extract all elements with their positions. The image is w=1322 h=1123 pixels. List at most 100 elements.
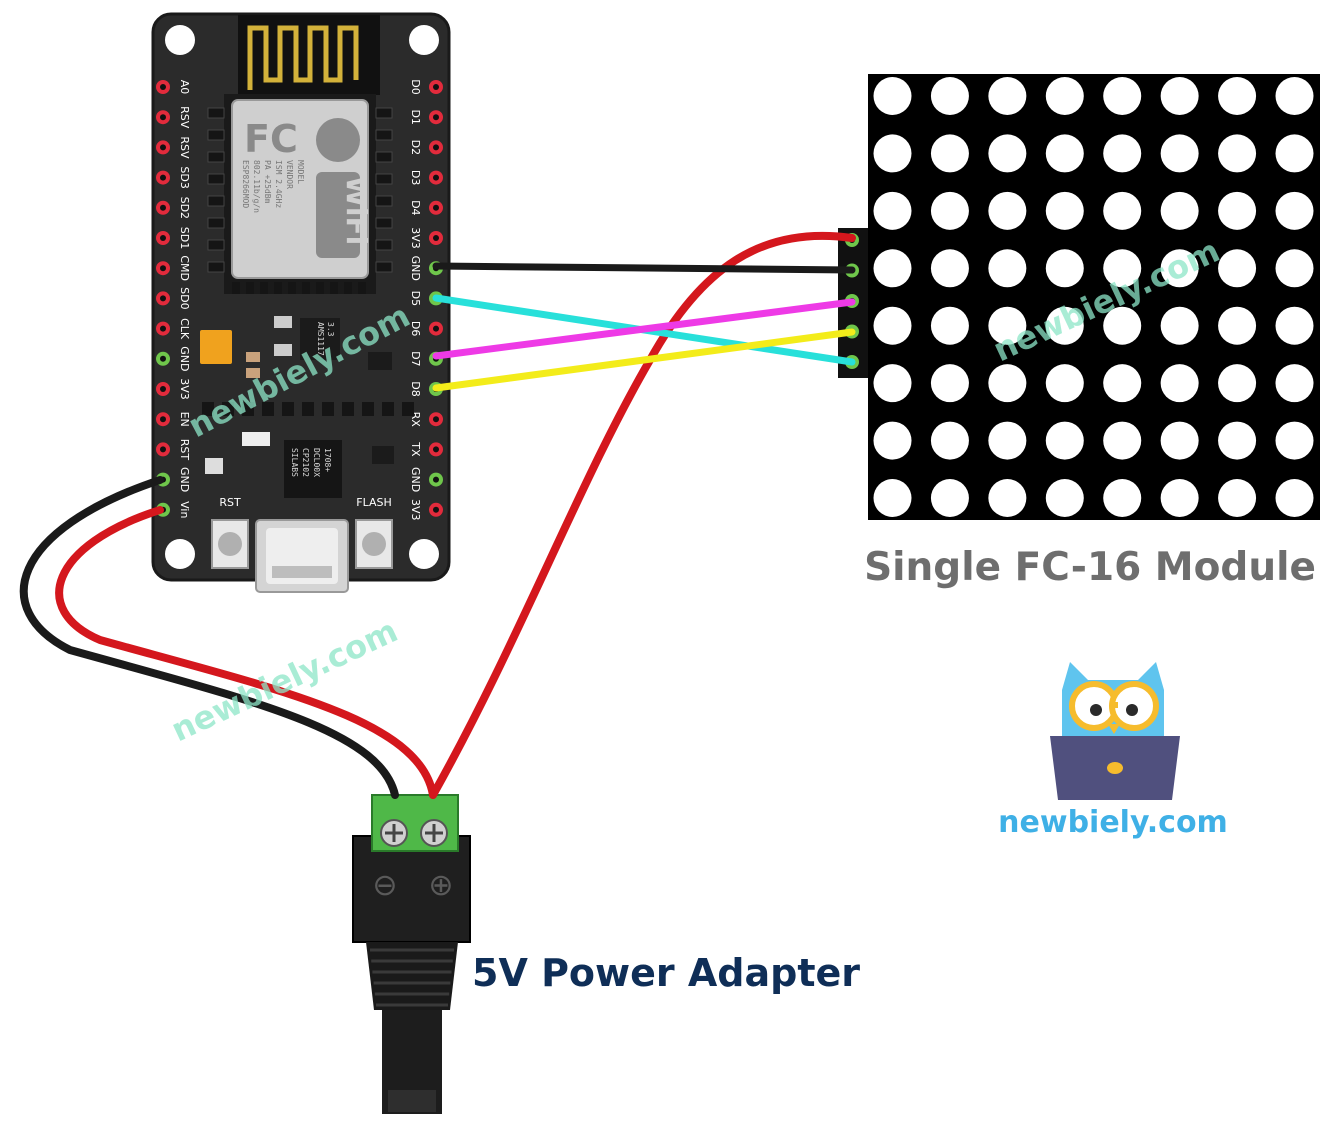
pin-label: D0 [409,79,422,94]
led-dot [1275,134,1314,173]
fc-mark: FC [244,117,298,161]
led-dot [1218,306,1257,345]
pin-label: 3V3 [409,499,422,521]
led-dot [1045,479,1084,517]
pin-label: D4 [409,200,422,215]
regulator-text: AMS1117 [316,322,325,356]
pin-label: D1 [409,109,422,124]
led [242,432,270,446]
led-dot [930,249,969,288]
led-dot [1218,77,1257,115]
led-dot [1160,191,1199,230]
pin-label: GND [409,467,422,492]
wire-vin-to-adapter [55,506,437,799]
led-dot [1045,364,1084,403]
pin-label: RSV [178,106,191,129]
led-dot [1275,77,1314,115]
led-dot [1160,421,1199,460]
led-dot [1160,479,1199,517]
fc16-led-matrix [838,74,1320,520]
led-dot [1045,421,1084,460]
pin-label: RST [178,439,191,461]
led-dot [1160,134,1199,173]
regulator-text: 3.3 [326,322,335,337]
led-dot [1275,364,1314,403]
chip-text: SILABS [290,448,299,477]
led-dot [988,191,1027,230]
led-dot [873,77,912,115]
pin-label: CMD [178,255,191,281]
pin-label: GND [178,467,191,492]
module-text: 802.11b/g/n [252,160,261,213]
pin-label: D5 [409,291,422,306]
led-dot [1103,134,1142,173]
screw-terminal [371,794,459,852]
led-dot [873,306,912,345]
left-pin-header: A0RSVRSVSD3SD2SD1CMDSD0CLKGND3V3ENRSTGND… [156,80,191,518]
led-dot [930,306,969,345]
pin-label: GND [178,346,191,371]
capacitor [200,330,232,364]
wire-d7-to-din [432,298,856,360]
pin-label: A0 [178,80,191,95]
pin-label: SD0 [178,287,191,309]
led-dot [930,134,969,173]
pin-label: GND [409,256,422,281]
led-dot [1160,364,1199,403]
rst-label: RST [219,496,241,509]
module-text: PA +25dBm [263,160,272,204]
wire-d8-to-cs [432,328,856,392]
led-dot [988,421,1027,460]
pin-label: SD3 [178,166,191,188]
led-dot [1160,306,1199,345]
pin-label: D8 [409,381,422,396]
wires [19,231,856,799]
pin-label: SD1 [178,227,191,249]
led-dot [1103,249,1142,288]
flash-button[interactable] [355,519,393,569]
led-dot [930,364,969,403]
brand-text: newbiely.com [998,805,1228,840]
wifi-antenna [238,15,380,95]
led-dot [873,249,912,288]
adapter-label: 5V Power Adapter [472,951,860,995]
pin-label: CLK [178,318,191,340]
led-dot [1160,249,1199,288]
led-dot [1103,306,1142,345]
led-dot [988,249,1027,288]
flash-label: FLASH [356,496,392,509]
espressif-logo [316,118,360,162]
led-dot [988,364,1027,403]
mount-hole [409,539,439,569]
chip-text: 1708+ [323,448,332,472]
wire-gnd-to-adapter [19,476,399,799]
led-dot [1160,77,1199,115]
led-dot [1218,421,1257,460]
led-dot [1103,364,1142,403]
led-dot [1275,191,1314,230]
module-label: Single FC-16 Module [864,545,1316,590]
pin-label: EN [178,412,191,427]
led-dot [1045,306,1084,345]
led-dot [930,191,969,230]
led-dot [1103,421,1142,460]
led-dot [1275,306,1314,345]
rst-button[interactable] [211,519,249,569]
chip-text: DCL00X [312,448,321,477]
pin-label: Vin [178,501,191,518]
wire-gnd-to-matrix [432,262,856,274]
wire-vcc-from-adapter [429,231,856,799]
pin-label: 3V3 [178,378,191,400]
pin-label: D3 [409,170,422,185]
dc-power-adapter: ⊖ ⊕ [352,794,471,1114]
chip-text: CP2102 [301,448,310,477]
led-dot [988,306,1027,345]
micro-usb-port [255,519,349,593]
led-dot [988,134,1027,173]
mount-hole [165,25,195,55]
led-dot [873,421,912,460]
